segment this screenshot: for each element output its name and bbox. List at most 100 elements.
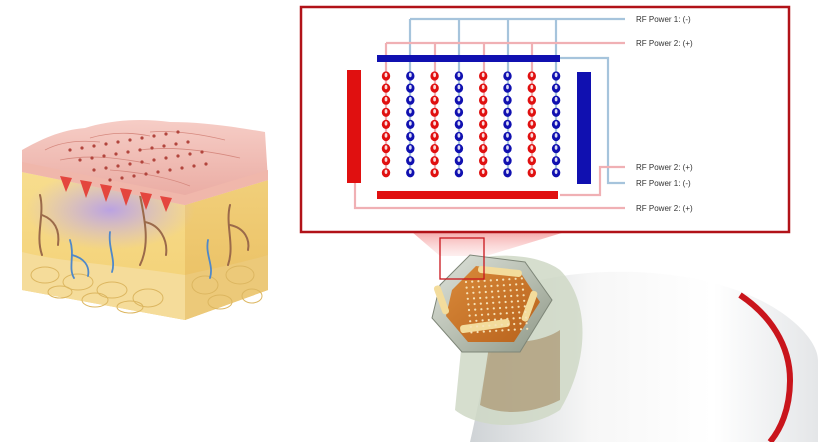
- electrode-dot-highlight: [384, 157, 388, 162]
- epidermis-edge: [22, 162, 268, 205]
- handpiece-red-ring: [738, 292, 794, 442]
- microneedle-dot: [503, 289, 506, 292]
- microneedle-dot: [493, 312, 496, 316]
- microneedle-dot: [487, 313, 490, 316]
- electrode-dot-highlight: [408, 157, 412, 162]
- electrode-dot-highlight: [506, 84, 509, 90]
- microneedle-dot: [513, 328, 516, 331]
- microneedle-dot: [518, 311, 521, 314]
- microneedle-dot: [490, 290, 494, 293]
- micro-puncture-dots: [68, 130, 208, 182]
- electrode-dot-highlight: [530, 72, 534, 78]
- label-rf-power1-mid: RF Power 1: (-): [636, 179, 691, 188]
- microneedle-dot: [506, 323, 510, 326]
- electrode-dot-highlight: [408, 72, 412, 78]
- electrode-dot-highlight: [457, 72, 461, 78]
- zoom-selection-box: [439, 237, 485, 280]
- microneedle-dot: [519, 328, 523, 331]
- electrode-dot-highlight: [384, 169, 388, 174]
- electrode-dot-highlight: [457, 133, 461, 138]
- microneedle-dot: [467, 303, 470, 306]
- microneedle-dot: [484, 285, 487, 288]
- electrode-dot-highlight: [384, 84, 388, 90]
- electrode-dot-highlight: [481, 157, 485, 162]
- microneedle-dot: [511, 311, 515, 314]
- microneedle-dot: [518, 316, 521, 320]
- microneedle-dot: [478, 291, 481, 294]
- zoom-projection: [412, 232, 565, 256]
- microneedle-dot: [502, 284, 505, 287]
- electrode-dot-highlight: [481, 121, 485, 126]
- electrode-dot-highlight: [408, 97, 412, 102]
- microneedle-dot: [497, 295, 500, 298]
- microneedle-dot: [483, 279, 486, 282]
- microneedle-dot: [501, 329, 504, 332]
- blood-vessels: [69, 231, 212, 279]
- microneedle-dot: [476, 330, 479, 334]
- microneedle-dot: [506, 317, 509, 320]
- microneedle-dot: [524, 316, 528, 319]
- microneedle-dot: [474, 308, 477, 311]
- microneedle-dot: [508, 278, 511, 281]
- electrode-dot-highlight: [433, 72, 436, 78]
- wire-power1-right: [560, 56, 625, 185]
- microneedle-dot: [487, 318, 490, 322]
- microneedle-dot: [504, 300, 507, 304]
- electrode-dot-highlight: [457, 157, 461, 162]
- microneedle-dot: [485, 302, 489, 305]
- power-wires: [353, 17, 625, 210]
- electrode-dot-highlight: [457, 145, 461, 150]
- electrode-dot-highlight: [506, 145, 509, 150]
- electrode-dot-highlight: [506, 121, 509, 126]
- label-rf-power2-top: RF Power 2: (+): [636, 39, 693, 48]
- microneedle-dot: [466, 297, 469, 300]
- microneedle-dot: [500, 318, 503, 321]
- electrode-dot-highlight: [481, 145, 485, 150]
- microneedle-dot: [480, 308, 483, 311]
- electrode-dot-highlight: [408, 84, 412, 90]
- electrode-dot-highlight: [530, 145, 534, 150]
- microneedle-dot: [472, 291, 475, 294]
- electrode-dot-highlight: [457, 84, 461, 90]
- microneedle-dot: [484, 290, 487, 294]
- positive-bar-bottom: [377, 191, 558, 199]
- microneedle-dot: [468, 314, 471, 317]
- microneedle-dot: [520, 277, 523, 280]
- gold-electrode-top: [477, 266, 522, 277]
- electrode-dot-highlight: [433, 133, 436, 138]
- electrode-dot-highlight: [506, 109, 509, 114]
- thermal-columns: [60, 176, 172, 212]
- electrode-dot-highlight: [408, 145, 412, 150]
- fat-layer: [22, 252, 185, 320]
- electrode-dot-highlight: [433, 97, 436, 102]
- electrode-dot-highlight: [506, 133, 509, 138]
- electrode-dot-highlight: [554, 72, 558, 78]
- microneedle-dot: [466, 292, 469, 295]
- microneedle-dot: [505, 306, 508, 309]
- microneedle-dot: [515, 283, 518, 286]
- electrode-dot-highlight: [384, 72, 388, 78]
- gold-electrode-bottom: [460, 318, 510, 334]
- microneedle-dot: [489, 279, 492, 282]
- microneedle-dot: [486, 307, 489, 310]
- microneedle-dot: [516, 300, 520, 303]
- microneedle-dot: [491, 296, 494, 299]
- microneedle-dot: [492, 307, 495, 310]
- rf-handpiece-device: [431, 237, 818, 442]
- electrode-dot-highlight: [433, 145, 436, 150]
- microneedle-dot: [467, 308, 471, 312]
- electrode-dot-highlight: [530, 97, 534, 102]
- electrode-dot-highlight: [506, 72, 509, 78]
- electrode-dot-highlight: [433, 169, 436, 174]
- microneedle-dot: [472, 297, 476, 300]
- gold-electrode-right: [521, 290, 538, 322]
- electrode-dot-highlight: [481, 133, 485, 138]
- microneedle-dot: [508, 283, 512, 286]
- electrode-dot-highlight: [384, 133, 388, 138]
- microneedle-dot: [505, 312, 508, 315]
- microneedle-dot: [499, 312, 502, 315]
- electrode-dot-highlight: [506, 169, 509, 174]
- microneedle-dot: [517, 305, 520, 308]
- negative-bar-right: [577, 72, 591, 184]
